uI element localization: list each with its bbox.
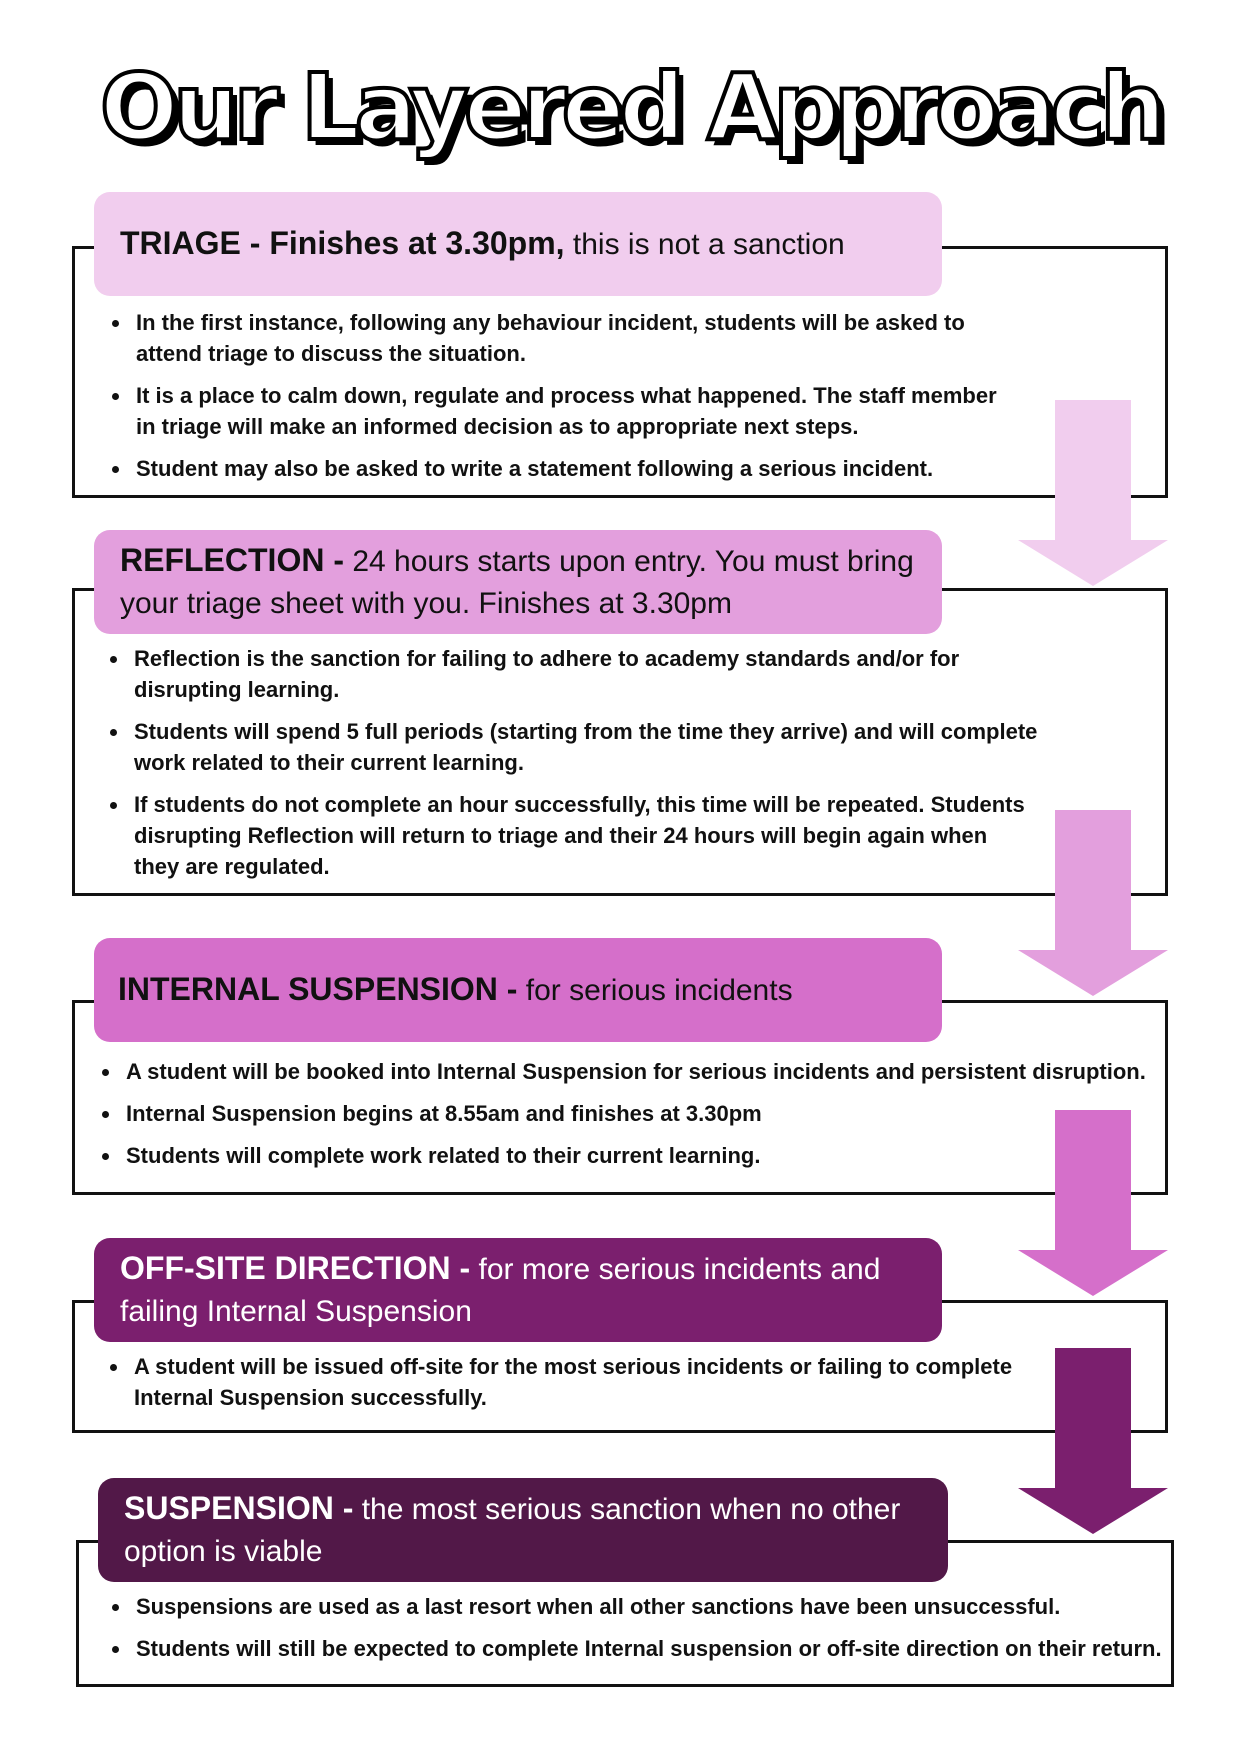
list-item: Students will spend 5 full periods (star… — [130, 716, 1038, 778]
list-item: A student will be issued off-site for th… — [130, 1351, 1038, 1413]
down-arrow-icon — [1018, 400, 1168, 586]
off-site-direction-header-title: OFF-SITE DIRECTION - — [120, 1250, 471, 1286]
off-site-direction-header: OFF-SITE DIRECTION - for more serious in… — [94, 1238, 942, 1342]
suspension-header-subtitle: the most serious sanction when no other … — [124, 1493, 901, 1568]
list-item: Internal Suspension begins at 8.55am and… — [122, 1098, 1160, 1129]
triage-bullet-list: In the first instance, following any beh… — [100, 307, 1020, 495]
list-item: Students will still be expected to compl… — [132, 1633, 1174, 1664]
suspension-bullet-list: Suspensions are used as a last resort wh… — [100, 1591, 1174, 1675]
off-site-direction-header-subtitle: for more serious incidents and failing I… — [120, 1253, 881, 1328]
off-site-direction-bullet-list: A student will be issued off-site for th… — [98, 1351, 1038, 1424]
reflection-header-title: REFLECTION - — [120, 542, 344, 578]
list-item: If students do not complete an hour succ… — [130, 789, 1038, 882]
list-item: A student will be booked into Internal S… — [122, 1056, 1160, 1087]
suspension-header: SUSPENSION - the most serious sanction w… — [98, 1478, 948, 1582]
list-item: It is a place to calm down, regulate and… — [132, 380, 1020, 442]
down-arrow-icon — [1018, 1348, 1168, 1534]
down-arrow-icon — [1018, 810, 1168, 996]
down-arrow-icon — [1018, 1110, 1168, 1296]
suspension-header-title: SUSPENSION - — [124, 1490, 354, 1526]
internal-suspension-header-title: INTERNAL SUSPENSION - — [118, 971, 518, 1007]
reflection-header: REFLECTION - 24 hours starts upon entry.… — [94, 530, 942, 634]
page-title: Our Layered Approach — [98, 54, 1168, 161]
internal-suspension-header: INTERNAL SUSPENSION - for serious incide… — [94, 938, 942, 1042]
reflection-bullet-list: Reflection is the sanction for failing t… — [98, 643, 1038, 893]
triage-header-subtitle: this is not a sanction — [564, 228, 845, 261]
triage-header-title: TRIAGE - Finishes at 3.30pm, — [120, 225, 565, 261]
internal-suspension-bullet-list: A student will be booked into Internal S… — [90, 1056, 1160, 1182]
list-item: Students will complete work related to t… — [122, 1140, 1160, 1171]
list-item: In the first instance, following any beh… — [132, 307, 1020, 369]
list-item: Suspensions are used as a last resort wh… — [132, 1591, 1174, 1622]
reflection-header-subtitle: 24 hours starts upon entry. You must bri… — [120, 545, 914, 620]
internal-suspension-header-subtitle: for serious incidents — [517, 974, 793, 1007]
list-item: Reflection is the sanction for failing t… — [130, 643, 1038, 705]
triage-header: TRIAGE - Finishes at 3.30pm, this is not… — [94, 192, 942, 296]
list-item: Student may also be asked to write a sta… — [132, 453, 1020, 484]
